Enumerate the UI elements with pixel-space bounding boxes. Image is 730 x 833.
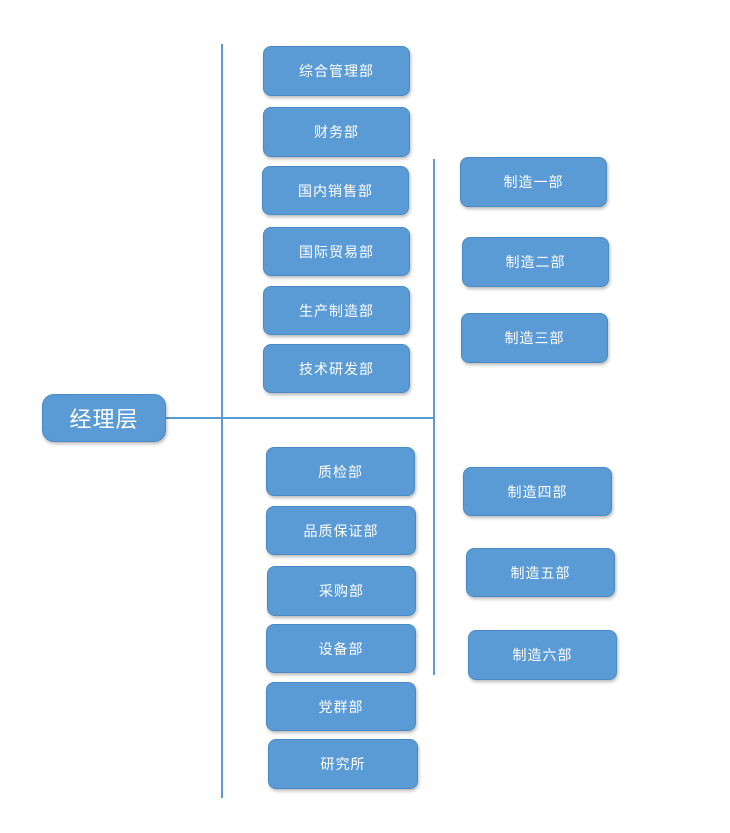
node-manufacturing-dept-6[interactable]: 制造六部 [468,630,617,680]
node-label: 国际贸易部 [299,243,374,260]
node-general-management-dept[interactable]: 综合管理部 [263,46,410,96]
node-quality-assurance-dept[interactable]: 品质保证部 [266,506,416,555]
node-manufacturing-dept-1[interactable]: 制造一部 [460,157,607,207]
node-label: 品质保证部 [303,522,379,539]
node-label: 经理层 [69,407,139,432]
manufacturing-spine-connector [433,159,435,675]
node-technology-rd-dept[interactable]: 技术研发部 [263,344,410,393]
node-label: 制造三部 [504,330,565,346]
node-label: 技术研发部 [299,360,374,377]
node-party-affairs-dept[interactable]: 党群部 [266,682,416,731]
node-label: 国内销售部 [298,182,373,199]
node-label: 制造二部 [505,254,566,270]
node-research-institute[interactable]: 研究所 [268,739,418,789]
node-manufacturing-dept-2[interactable]: 制造二部 [462,237,609,287]
node-label: 党群部 [318,698,364,715]
node-label: 质检部 [318,463,363,480]
node-quality-inspection-dept[interactable]: 质检部 [266,447,415,496]
node-label: 制造五部 [510,564,571,581]
node-manufacturing-dept-4[interactable]: 制造四部 [463,467,612,516]
node-label: 制造六部 [512,647,573,663]
node-root-manager-level[interactable]: 经理层 [42,394,166,442]
node-label: 制造四部 [507,483,568,500]
node-finance-dept[interactable]: 财务部 [263,107,410,157]
node-production-manufacturing-dept[interactable]: 生产制造部 [263,286,410,335]
root-branch-connector [166,417,434,419]
node-label: 综合管理部 [299,63,374,79]
node-equipment-dept[interactable]: 设备部 [266,624,416,673]
node-label: 设备部 [318,640,364,657]
node-label: 生产制造部 [299,302,374,319]
node-label: 研究所 [320,756,366,772]
node-international-trade-dept[interactable]: 国际贸易部 [263,227,410,276]
main-spine-connector [221,44,223,798]
node-label: 采购部 [319,583,364,599]
node-label: 制造一部 [503,174,564,190]
node-label: 财务部 [314,124,359,140]
node-domestic-sales-dept[interactable]: 国内销售部 [262,166,409,215]
node-procurement-dept[interactable]: 采购部 [267,566,416,616]
node-manufacturing-dept-3[interactable]: 制造三部 [461,313,608,363]
node-manufacturing-dept-5[interactable]: 制造五部 [466,548,615,597]
